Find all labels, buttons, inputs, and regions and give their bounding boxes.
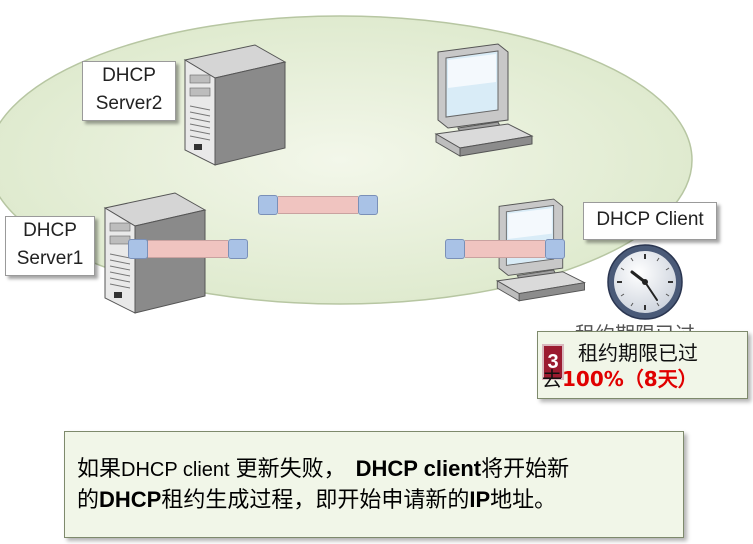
desc-l2-c: 租约生成过程，即开始申请新的 <box>161 488 470 513</box>
server1-label-line2: Server1 <box>16 248 84 269</box>
server1-label-line1: DHCP <box>23 220 77 241</box>
desc-l1-c: 更新失败， <box>235 457 346 482</box>
server2-label-line1: DHCP <box>102 65 156 86</box>
desc-l2-b: DHCP <box>99 487 162 512</box>
desc-l1-e: 将开始新 <box>481 457 570 482</box>
packet-client <box>445 239 565 259</box>
clock-icon <box>607 244 683 320</box>
desc-l2-a: 的 <box>77 488 100 513</box>
step-number-badge: 3 <box>542 344 564 380</box>
step-callout: 3 租约期限已过 去100%（8天） <box>537 331 748 399</box>
step-text-highlight: 100%（8天） <box>562 367 698 391</box>
desc-l2-d: IP <box>469 487 491 512</box>
server1-icon <box>103 192 207 314</box>
packet-server1 <box>128 239 248 259</box>
desc-l1-a: 如果 <box>77 457 122 482</box>
desc-l1-d: DHCP client <box>355 456 482 481</box>
description-line2: 的DHCP租约生成过程，即开始申请新的IP地址。 <box>77 485 677 516</box>
server2-icon <box>183 44 287 166</box>
computer-icon <box>434 43 534 157</box>
desc-l1-b: DHCP client <box>121 459 230 481</box>
client-label: DHCP Client <box>583 202 717 240</box>
step-text-prefix: 去 <box>542 367 562 391</box>
server1-label: DHCP Server1 <box>5 216 95 276</box>
server2-label-line2: Server2 <box>95 93 163 114</box>
step-text-line2: 去100%（8天） <box>542 366 698 392</box>
desc-l2-e: 地址。 <box>490 488 557 513</box>
client-label-text: DHCP Client <box>596 209 704 230</box>
step-text-line1: 租约期限已过 <box>578 341 698 365</box>
server2-label: DHCP Server2 <box>82 61 176 121</box>
packet-top <box>258 195 378 215</box>
